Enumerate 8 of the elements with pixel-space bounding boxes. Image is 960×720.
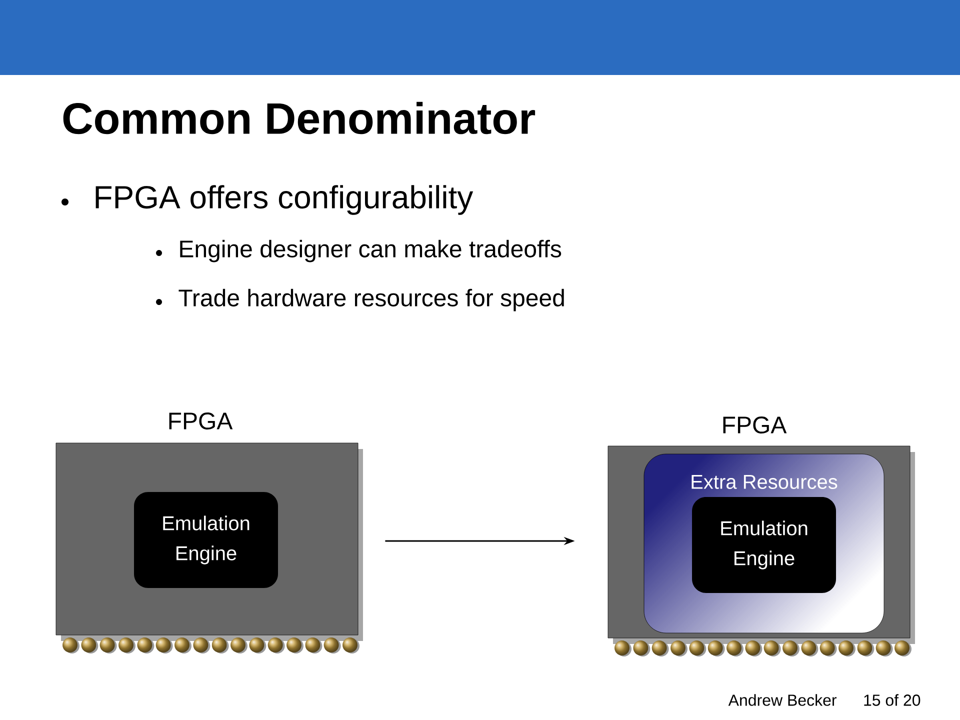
bullet-text: Engine designer can make tradeoffs bbox=[180, 240, 562, 262]
bullet-text: FPGA offers configurability bbox=[96, 185, 474, 215]
chip-label: FPGA bbox=[169, 412, 233, 430]
chip-label: FPGA bbox=[723, 416, 787, 434]
bullet-text: Trade hardware resources for speed bbox=[178, 288, 564, 312]
page-number: 15 of 20 bbox=[864, 694, 920, 706]
slide-title: Common Denominator bbox=[63, 102, 536, 134]
author-name: Andrew Becker bbox=[728, 694, 837, 706]
